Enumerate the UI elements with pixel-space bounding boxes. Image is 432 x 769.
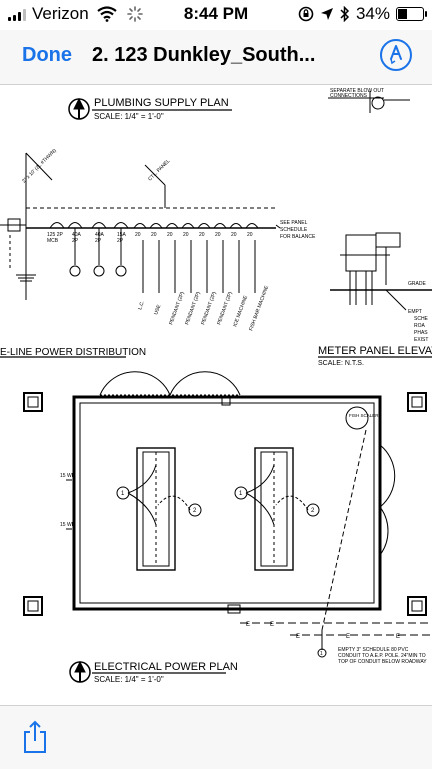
wire-marker: E xyxy=(346,634,350,640)
circuit-label: ICE MACHINE xyxy=(232,294,249,327)
circuit-amp-label: 20 xyxy=(167,232,173,238)
breaker-sublabel: 2P xyxy=(72,238,79,244)
circuit-amp-label: 20 xyxy=(151,232,157,238)
schedule-label: SCHEDULE xyxy=(280,227,308,233)
one-line-title: E-LINE POWER DISTRIBUTION xyxy=(0,347,146,358)
electrical-plan-scale: SCALE: 1/4" = 1'-0" xyxy=(94,675,164,684)
empty-conduit-note: EMPTY 3" SCHEDULE 80 PVC xyxy=(338,647,409,653)
status-left: Verizon xyxy=(8,4,143,24)
plumbing-plan-title: PLUMBING SUPPLY PLAN xyxy=(94,97,229,109)
breaker-label: 125 2P xyxy=(47,232,64,238)
for-balance-label: FOR BALANCE xyxy=(280,234,316,240)
breaker-sublabel: 2P xyxy=(95,238,102,244)
empty-conduit-note: CONDUIT TO A.E.P. POLE. 24"MIN TO xyxy=(338,653,426,659)
circuit-label: PENDANT (2P) xyxy=(184,291,202,326)
wifi-icon xyxy=(97,6,117,22)
circuit-label: PENDANT (2P) xyxy=(216,291,234,326)
battery-icon xyxy=(396,7,427,21)
location-icon xyxy=(320,8,333,20)
wire-marker: E xyxy=(296,634,300,640)
breaker-label: 40A xyxy=(72,232,82,238)
blueprint-drawing: PLUMBING SUPPLY PLAN SCALE: 1/4" = 1'-0"… xyxy=(0,88,432,684)
see-panel-label: SEE PANEL xyxy=(280,220,308,226)
navigation-bar: Done 2. 123 Dunkley_South... xyxy=(0,30,432,85)
plan-callout: 2 xyxy=(193,508,197,514)
battery-percent: 34% xyxy=(355,4,390,23)
breaker-sublabel: MCB xyxy=(47,238,59,244)
plan-callout: 1 xyxy=(239,491,243,497)
wire-marker: E xyxy=(396,634,400,640)
blowout-connections-label: CONNECTIONS xyxy=(330,93,368,99)
circuit-amp-label: 20 xyxy=(215,232,221,238)
meter-note: EMPT xyxy=(408,309,422,315)
plan-callout: 1 xyxy=(121,491,125,497)
circuit-amp-label: 20 xyxy=(247,232,253,238)
plan-callout: 2 xyxy=(311,508,315,514)
status-time: 8:44 PM xyxy=(183,4,249,23)
wire-marker: E xyxy=(246,622,250,628)
bluetooth-icon xyxy=(340,6,350,22)
activity-spinner-icon xyxy=(126,6,143,22)
document-title: 2. 123 Dunkley_South... xyxy=(92,44,316,66)
status-bar: Verizon 8:44 PM 34% xyxy=(0,0,432,30)
circuit-amp-label: 20 xyxy=(231,232,237,238)
north-arrow-icon xyxy=(69,660,91,683)
meter-panel-scale: SCALE: N.T.S. xyxy=(318,360,364,367)
done-button[interactable]: Done xyxy=(22,44,72,66)
share-button[interactable] xyxy=(20,720,50,754)
fish-scaler-label: FISH SCALER xyxy=(349,413,379,418)
carrier-label: Verizon xyxy=(32,4,89,23)
plan-callout: 1 xyxy=(320,651,323,657)
circuit-label: L.C. xyxy=(137,300,146,311)
cellular-signal-icon xyxy=(8,7,26,21)
meter-note: PHAS xyxy=(414,330,428,336)
markup-button[interactable] xyxy=(380,39,412,71)
circuit-label: PENDANT (2P) xyxy=(200,291,218,326)
circuit-amp-label: 20 xyxy=(199,232,205,238)
grade-label: GRADE xyxy=(408,281,426,287)
breaker-label: 15A xyxy=(117,232,127,238)
meter-note: SCHE xyxy=(414,316,429,322)
share-icon xyxy=(24,720,46,753)
plumbing-plan-scale: SCALE: 1/4" = 1'-0" xyxy=(94,112,164,121)
meter-panel-title: METER PANEL ELEVATIO xyxy=(318,345,432,357)
circuit-amp-label: 20 xyxy=(183,232,189,238)
column-icon xyxy=(23,392,427,616)
markup-pen-icon xyxy=(390,45,402,65)
north-arrow-icon xyxy=(68,97,90,120)
breaker-label: 40A xyxy=(95,232,105,238)
empty-conduit-note: TOP OF CONDUIT BELOW ROADWAY xyxy=(338,659,427,665)
wp-receptacle-label: 15 WP xyxy=(60,522,76,528)
circuit-label: PENDANT (2P) xyxy=(168,291,186,326)
circuit-amp-label: 20 xyxy=(135,232,141,238)
meter-note: ROA xyxy=(414,323,426,329)
bottom-toolbar xyxy=(0,705,432,769)
orientation-lock-icon xyxy=(298,6,314,22)
electrical-plan-title: ELECTRICAL POWER PLAN xyxy=(94,661,238,673)
wire-marker: E xyxy=(270,622,274,628)
circuit-label: USE xyxy=(153,303,162,315)
blowout-label: SEPARATE BLOW OUT xyxy=(330,88,384,94)
document-view[interactable]: PLUMBING SUPPLY PLAN SCALE: 1/4" = 1'-0"… xyxy=(0,85,432,685)
status-right: 34% xyxy=(298,4,427,24)
breaker-sublabel: 2P xyxy=(117,238,124,244)
wp-receptacle-label: 15 WP xyxy=(60,473,76,479)
circuit-label: FISH BAR MACHINE xyxy=(248,284,270,331)
meter-note: EXIST xyxy=(414,337,428,343)
